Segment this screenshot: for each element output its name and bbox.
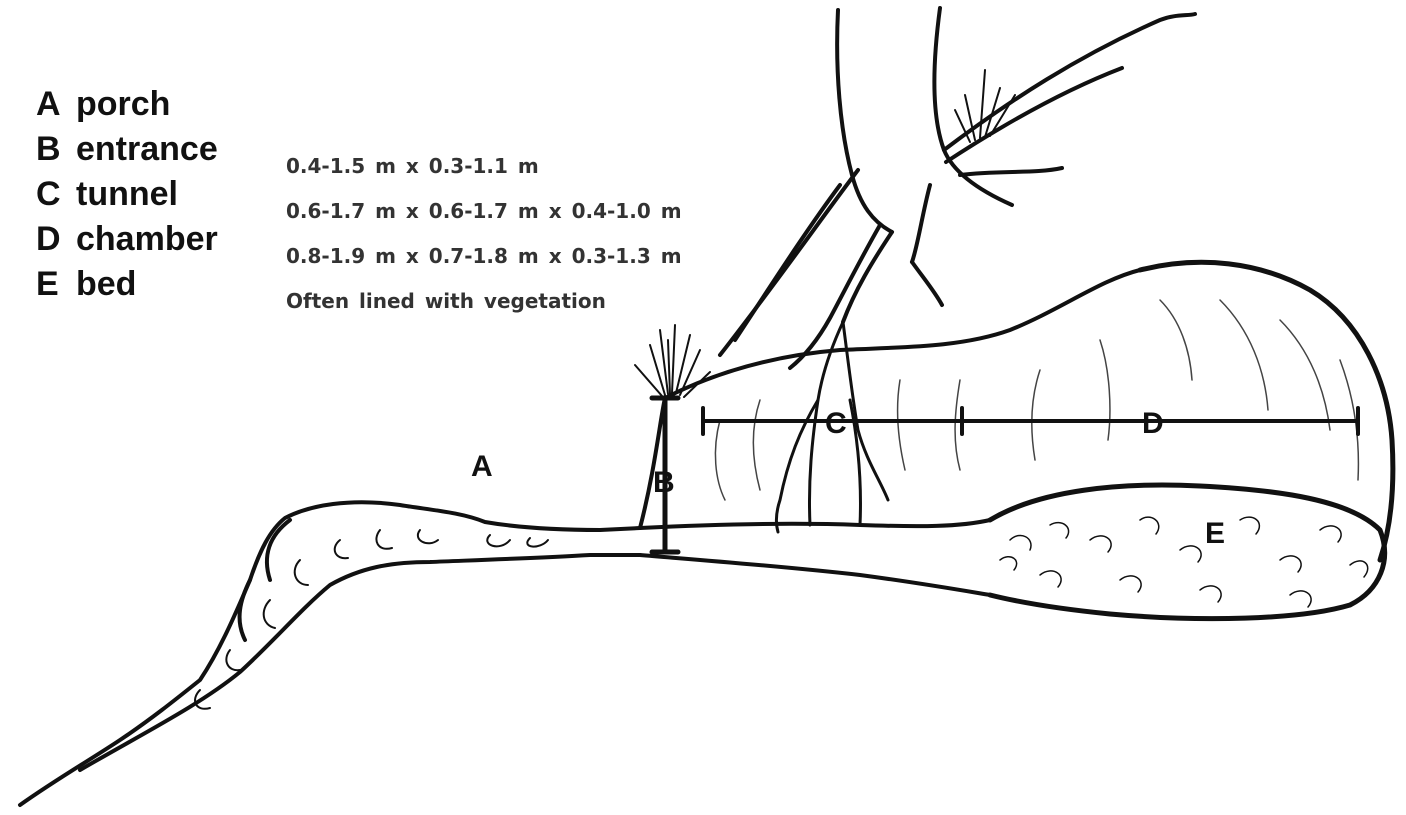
- diagram-label-bed: E: [1205, 517, 1225, 550]
- tree-trunk: [720, 8, 1195, 368]
- porch-texture: [195, 530, 548, 709]
- bed-texture: [1000, 517, 1368, 607]
- chamber-dome: [990, 262, 1393, 618]
- diagram-label-porch: A: [471, 450, 493, 483]
- porch-mound: [20, 502, 640, 805]
- diagram-label-tunnel: C: [825, 407, 847, 440]
- diagram-label-entrance: B: [653, 466, 675, 499]
- grass-tuft-entrance: [635, 325, 710, 397]
- tunnel-outline: [640, 270, 1140, 595]
- diagram-label-chamber: D: [1142, 407, 1164, 440]
